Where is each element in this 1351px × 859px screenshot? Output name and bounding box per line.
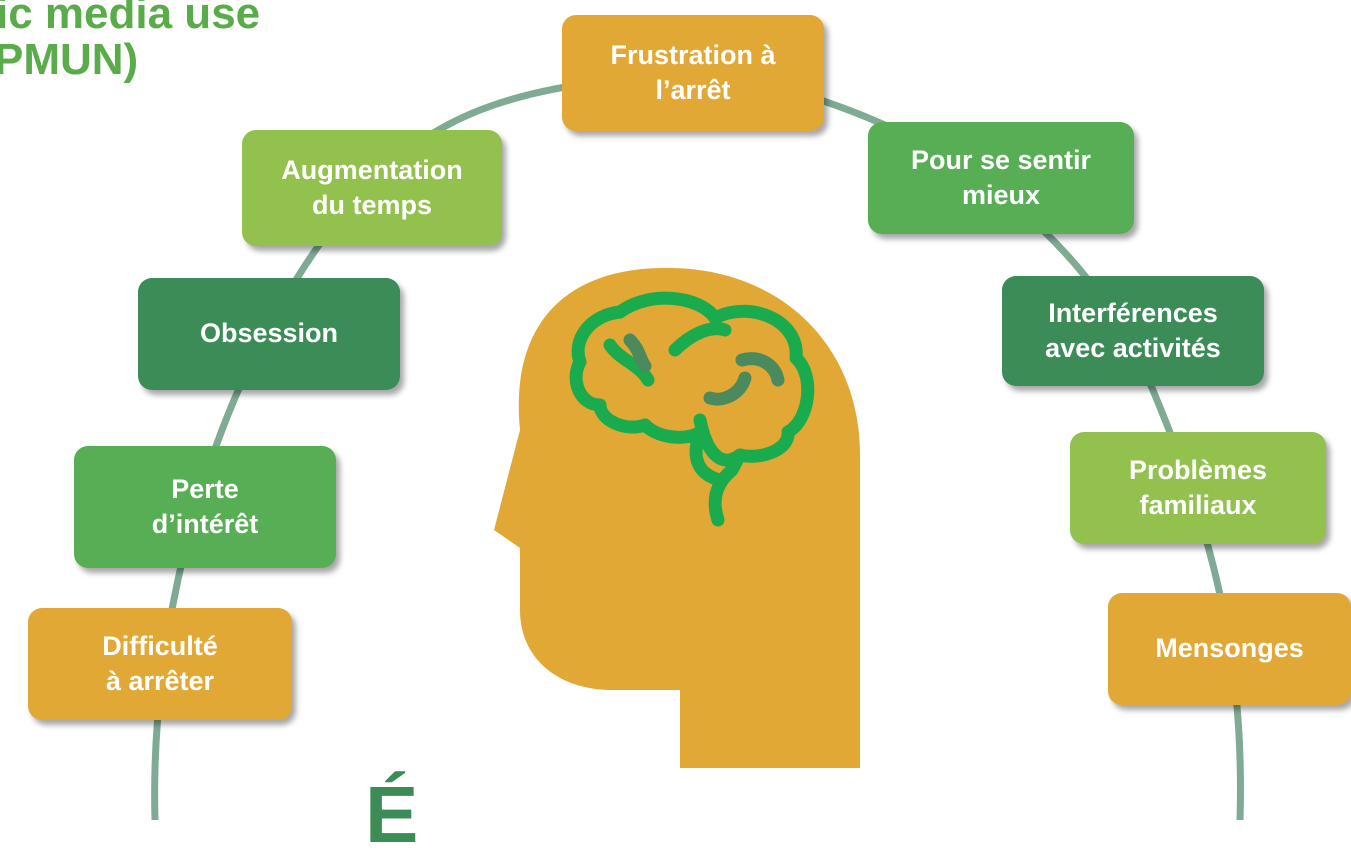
node-perte: Perte d’intérêt	[74, 446, 336, 568]
node-augmentation-label: Augmentation du temps	[281, 154, 463, 220]
node-problemes-label: Problèmes familiaux	[1128, 454, 1268, 520]
node-difficulte: Difficulté à arrêter	[28, 608, 292, 720]
node-augmentation: Augmentation du temps	[242, 130, 502, 246]
node-perte-label: Perte d’intérêt	[151, 473, 259, 539]
node-pour-se-sentir-label: Pour se sentir mieux	[910, 144, 1092, 210]
node-mensonges-label: Mensonges	[1155, 633, 1304, 664]
node-difficulte-label: Difficulté à arrêter	[102, 630, 218, 696]
title-line-2: PMUN)	[0, 35, 139, 84]
node-obsession: Obsession	[138, 278, 400, 390]
node-interferences: Interférences avec activités	[1002, 276, 1264, 386]
node-obsession-label: Obsession	[199, 318, 339, 349]
node-frustration: Frustration à l’arrêt	[562, 15, 824, 131]
node-interferences-label: Interférences avec activités	[1045, 297, 1221, 363]
node-mensonges: Mensonges	[1108, 593, 1351, 705]
head-with-brain-icon	[494, 267, 860, 768]
node-problemes: Problèmes familiaux	[1070, 432, 1326, 544]
node-pour-se-sentir: Pour se sentir mieux	[868, 122, 1134, 234]
bottom-partial-letter: É	[365, 770, 419, 859]
node-frustration-label: Frustration à l’arrêt	[610, 39, 776, 105]
title-line-1: ic media use	[0, 0, 261, 38]
